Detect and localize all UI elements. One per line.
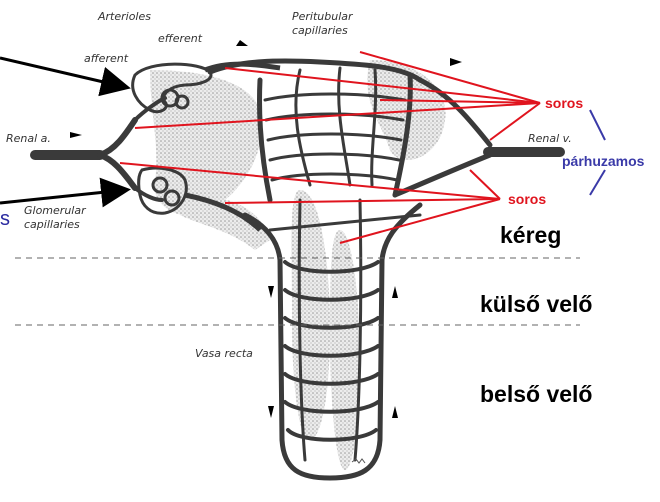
- label-glomerular-line2: capillaries: [24, 218, 80, 231]
- label-peritubular-line2: capillaries: [292, 24, 348, 37]
- artist-signature: [351, 458, 366, 464]
- annotations: soros soros párhuzamos: [508, 95, 645, 207]
- label-renal-artery: Renal a.: [6, 132, 51, 145]
- label-glomerular-line1: Glomerular: [24, 204, 87, 217]
- soros-lines: [119, 51, 541, 244]
- zone-labels: kéreg külső velő belső velő: [480, 222, 592, 407]
- parhuzamos-bracket: [589, 109, 606, 196]
- renal-artery: [30, 96, 167, 202]
- label-cut-letter: s: [0, 208, 10, 230]
- glomerulus-lower: [137, 166, 262, 232]
- label-afferent: afferent: [84, 52, 129, 65]
- label-vasa-recta: Vasa recta: [195, 347, 253, 360]
- flow-arrows: [70, 40, 462, 418]
- medullary-trunk: [242, 202, 423, 481]
- annotation-parhuzamos: párhuzamos: [562, 153, 645, 169]
- zone-label-outer-medulla: külső velő: [480, 291, 592, 317]
- zone-label-cortex: kéreg: [500, 222, 561, 248]
- pointer-arrows: [0, 56, 131, 208]
- vasa-recta: [283, 198, 380, 462]
- label-renal-vein: Renal v.: [528, 132, 572, 145]
- annotation-soros-bottom: soros: [508, 191, 546, 207]
- zone-label-inner-medulla: belső velő: [480, 381, 592, 407]
- diagram-labels: Arterioles afferent efferent Peritubular…: [0, 10, 572, 360]
- label-peritubular-line1: Peritubular: [292, 10, 354, 23]
- annotation-soros-top: soros: [545, 95, 583, 111]
- label-arterioles: Arterioles: [97, 10, 151, 23]
- label-efferent: efferent: [158, 32, 203, 45]
